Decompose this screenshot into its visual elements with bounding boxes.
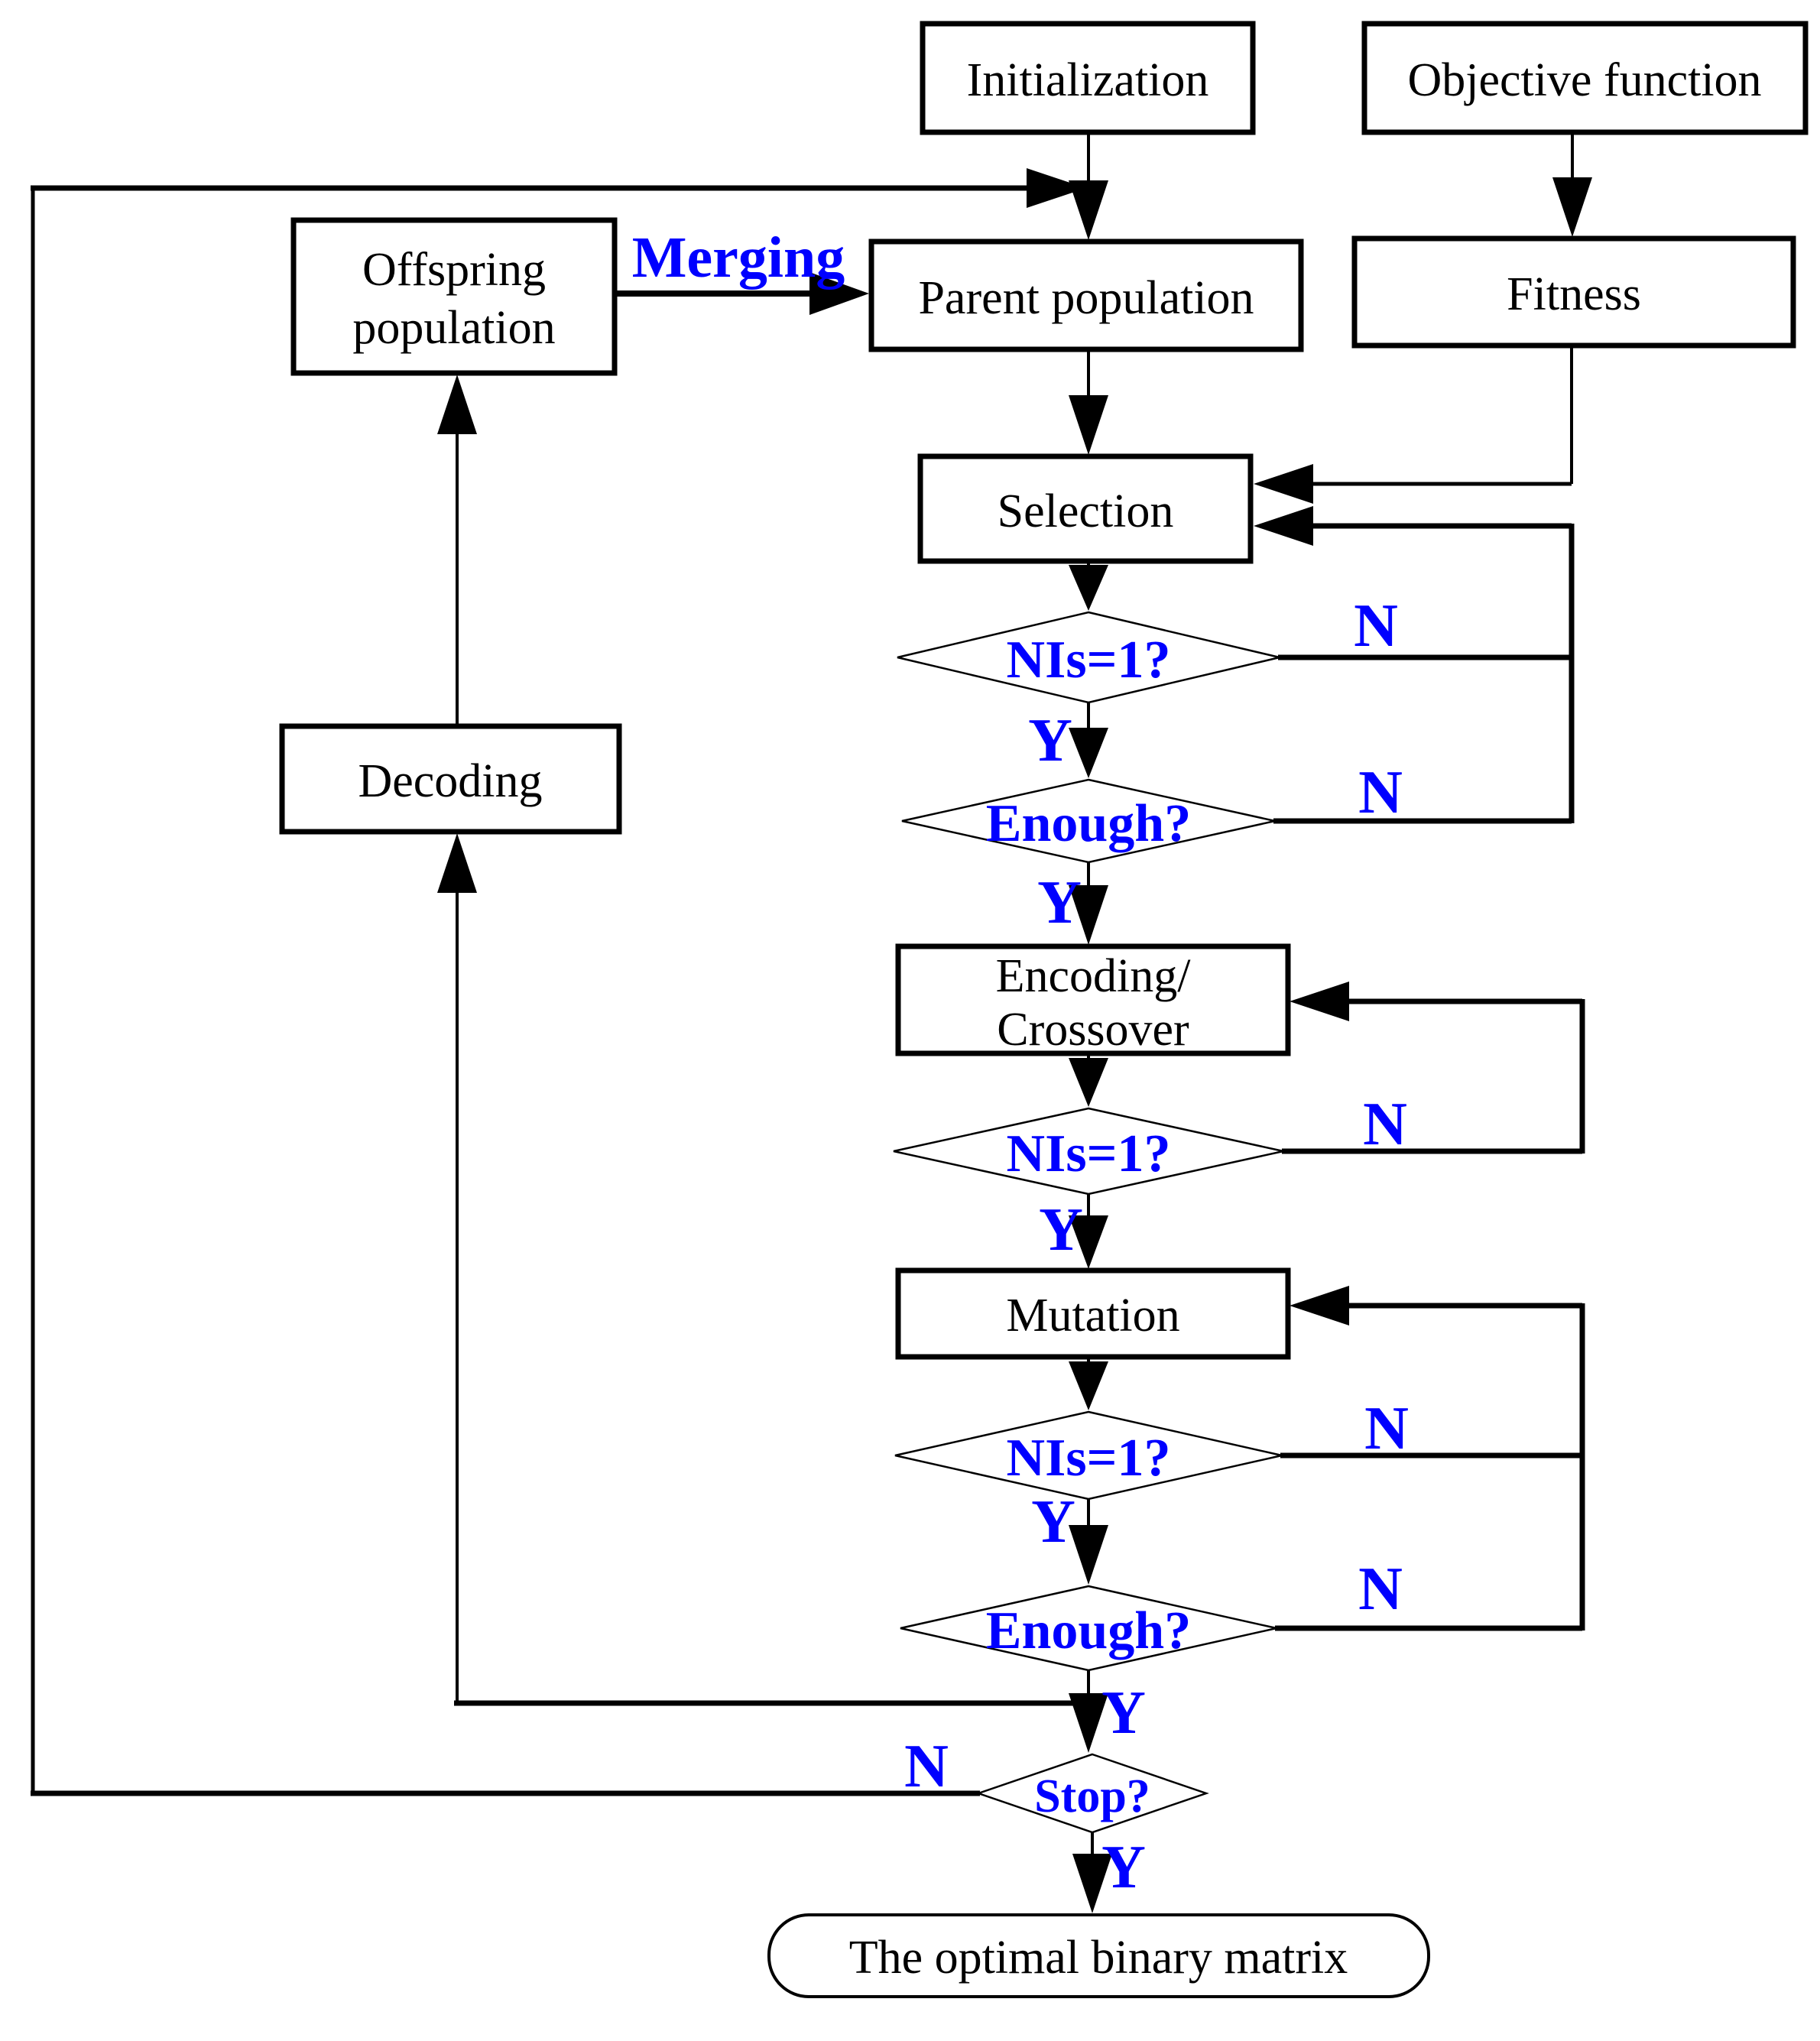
node-encoding-crossover: [895, 943, 1291, 1056]
arrowhead-into-offspring-icon: [437, 375, 477, 434]
node-fitness: [1351, 235, 1796, 349]
arrowheads: [437, 168, 1592, 1913]
arrowhead-into-enough-selection-icon: [1069, 728, 1108, 778]
decision-nis1-after-selection: [897, 611, 1280, 704]
branch-no-6-label: N: [904, 1733, 949, 1800]
arrowhead-into-enough-mutation-icon: [1069, 1525, 1108, 1585]
node-labels: Initialization Objective function Offspr…: [352, 54, 1761, 1984]
decision-nis1-after-crossover: [893, 1107, 1284, 1196]
branch-labels: Merging N N N N N N Y Y Y Y Y Y: [632, 226, 1409, 1901]
decision-enough-after-mutation: [900, 1585, 1277, 1672]
fitness-label: Fitness: [1507, 268, 1641, 320]
arrowhead-merging-icon: [809, 272, 869, 315]
branch-yes-3-label: Y: [1039, 1196, 1083, 1264]
connectors: [31, 132, 1585, 1865]
arrowhead-into-parent-top-icon: [1069, 180, 1108, 240]
arrowhead-into-nis1-mutation-icon: [1069, 1361, 1108, 1410]
arrowhead-into-mutation-icon: [1069, 1215, 1108, 1269]
branch-no-1-label: N: [1354, 592, 1398, 660]
objective-function-label: Objective function: [1407, 54, 1761, 106]
node-offspring-population: [290, 217, 618, 376]
mutation-label: Mutation: [1006, 1290, 1179, 1342]
arrowhead-fitness-into-selection-icon: [1254, 464, 1313, 504]
parent-population-label: Parent population: [918, 272, 1254, 324]
node-decoding: [279, 723, 622, 835]
optimal-binary-matrix-label: The optimal binary matrix: [849, 1932, 1348, 1984]
branch-yes-2-label: Y: [1037, 869, 1082, 936]
branch-yes-5-label: Y: [1101, 1679, 1146, 1747]
arrowhead-into-decoding-icon: [437, 833, 477, 893]
offspring-label-line2: population: [352, 302, 555, 354]
node-selection: [917, 453, 1254, 564]
node-mutation: [895, 1267, 1291, 1360]
arrowhead-into-encoding-icon: [1069, 885, 1108, 945]
arrowhead-loop-into-parent-line-icon: [1027, 168, 1086, 208]
nis1-after-selection-label: NIs=1?: [1007, 631, 1171, 690]
branch-no-2-label: N: [1358, 759, 1403, 826]
arrowhead-feedback-into-encoding-icon: [1290, 982, 1349, 1021]
branch-yes-6-label: Y: [1101, 1834, 1146, 1901]
encoding-label-line2: Crossover: [997, 1004, 1189, 1056]
node-parent-population: [868, 238, 1304, 352]
arrowhead-feedback-into-mutation-icon: [1290, 1286, 1349, 1326]
merging-label: Merging: [632, 226, 845, 290]
branch-no-5-label: N: [1358, 1556, 1403, 1623]
nis1-after-mutation-label: NIs=1?: [1007, 1429, 1171, 1488]
stop-label: Stop?: [1034, 1770, 1150, 1822]
arrowhead-into-terminal-icon: [1072, 1854, 1112, 1913]
arrowhead-into-fitness-icon: [1552, 177, 1592, 237]
node-objective-function: [1361, 21, 1809, 135]
encoding-label-line1: Encoding/: [996, 950, 1192, 1002]
branch-yes-1-label: Y: [1028, 707, 1072, 774]
enough-after-selection-label: Enough?: [986, 794, 1191, 853]
arrowhead-feedback-into-selection-icon: [1254, 506, 1313, 546]
arrowhead-into-stop-icon: [1069, 1693, 1108, 1753]
offspring-label-line1: Offspring: [362, 244, 546, 296]
decision-enough-after-selection: [901, 778, 1276, 864]
selection-label: Selection: [998, 485, 1174, 537]
arrowhead-into-nis1-selection-icon: [1069, 565, 1108, 611]
arrowhead-into-selection-top-icon: [1069, 395, 1108, 455]
node-optimal-binary-matrix: [767, 1913, 1430, 1998]
branch-no-3-label: N: [1363, 1091, 1407, 1158]
nodes: [279, 21, 1809, 1998]
decoding-label: Decoding: [358, 755, 542, 807]
decision-nis1-after-mutation: [894, 1410, 1283, 1501]
arrowhead-into-nis1-crossover-icon: [1069, 1058, 1108, 1107]
decision-stop: [975, 1753, 1209, 1834]
branch-yes-4-label: Y: [1031, 1488, 1075, 1556]
enough-after-mutation-label: Enough?: [986, 1601, 1191, 1660]
node-initialization: [920, 21, 1256, 135]
nis1-after-crossover-label: NIs=1?: [1007, 1124, 1171, 1183]
initialization-label: Initialization: [967, 54, 1209, 106]
branch-no-4-label: N: [1364, 1395, 1409, 1462]
